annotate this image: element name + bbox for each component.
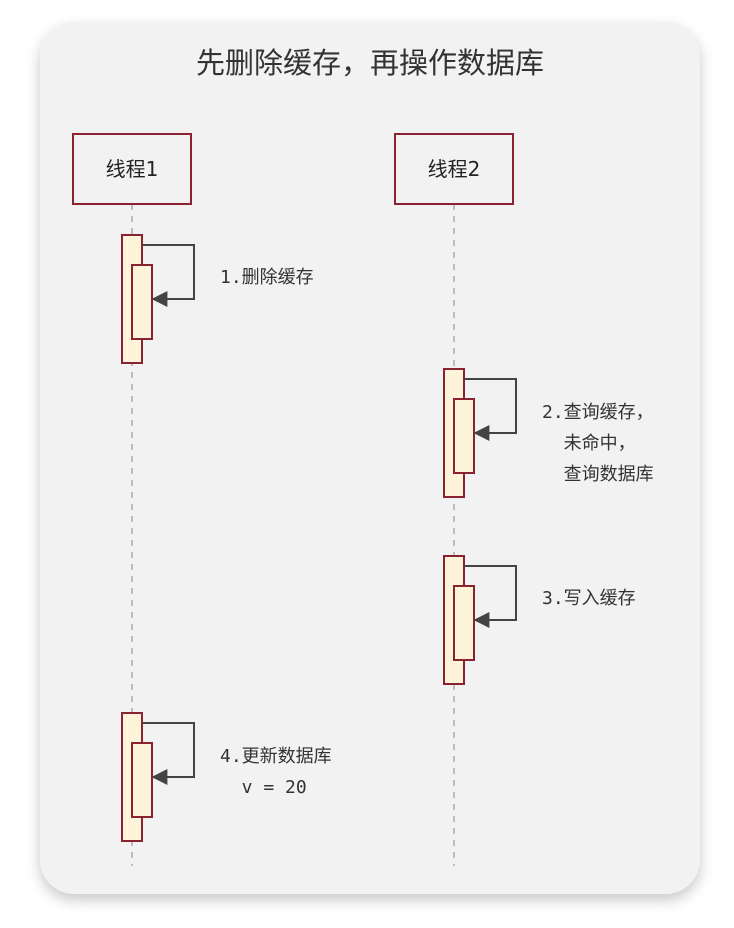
self-call-arrow-1 — [142, 244, 195, 307]
step-label-3-line-1: 3.写入缓存 — [542, 588, 636, 609]
self-call-arrow-4 — [142, 722, 195, 785]
self-call-arrow-2 — [464, 378, 517, 441]
activation-inner-4 — [131, 742, 153, 818]
step-label-1-line-1: 1.删除缓存 — [220, 267, 314, 288]
activation-inner-1 — [131, 264, 153, 340]
step-label-2-line-3: 查询数据库 — [542, 464, 654, 485]
lifeline-label-t1: 线程1 — [106, 157, 159, 181]
step-label-4-line-2: v = 20 — [220, 777, 307, 798]
activation-inner-3 — [453, 585, 475, 661]
diagram-title: 先删除缓存，再操作数据库 — [195, 46, 544, 80]
lifeline-box-t1 — [72, 133, 192, 205]
activation-inner-2 — [453, 398, 475, 474]
lifeline-box-t2 — [394, 133, 514, 205]
step-label-4-line-1: 4.更新数据库 — [220, 746, 332, 767]
step-label-2-line-1: 2.查询缓存， — [542, 402, 654, 423]
self-call-arrow-3 — [464, 565, 517, 628]
step-label-2-line-2: 未命中， — [542, 433, 636, 454]
lifeline-label-t2: 线程2 — [428, 157, 481, 181]
